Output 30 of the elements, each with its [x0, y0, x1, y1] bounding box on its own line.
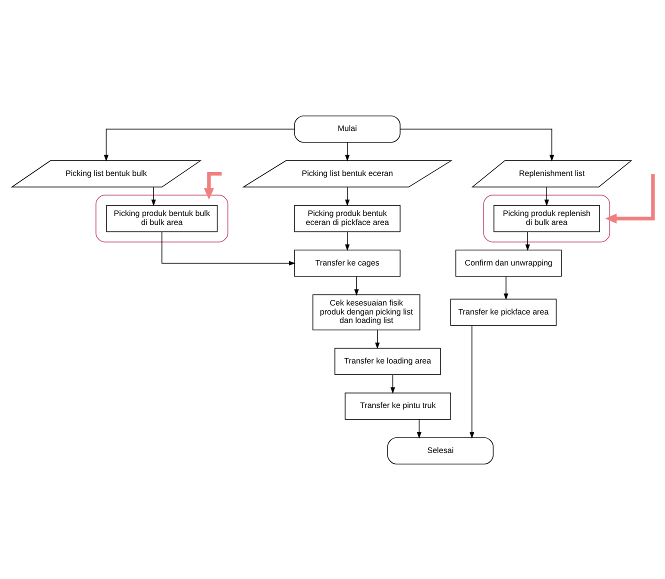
arrow — [470, 324, 474, 438]
node-box: Picking produk bentuk eceran di pickface area — [294, 204, 400, 232]
node-box: Transfer ke cages — [294, 249, 400, 276]
arrow — [605, 174, 655, 224]
node-box: Selesai — [387, 436, 494, 464]
arrow — [345, 231, 350, 250]
node-box: Confirm dan unwrapping — [455, 249, 562, 276]
arrow — [354, 276, 359, 296]
node-box: Picking produk bentuk bulk di bulk area — [106, 204, 218, 232]
arrow — [400, 128, 554, 162]
arrow — [544, 186, 549, 206]
arrow — [390, 374, 396, 394]
arrow — [345, 142, 350, 162]
arrow — [162, 231, 296, 266]
arrow — [204, 172, 222, 200]
arrow — [525, 231, 530, 250]
cluster — [483, 194, 610, 242]
arrow — [104, 128, 295, 162]
arrow — [345, 186, 350, 206]
arrow — [504, 276, 508, 300]
node-box: Mulai — [294, 115, 400, 142]
node-box: Picking produk replenish di bulk area — [494, 204, 600, 232]
cluster — [96, 194, 228, 242]
arrow — [416, 418, 422, 438]
node-box: Transfer ke pickface area — [450, 298, 557, 326]
arrow — [151, 186, 156, 206]
node-box: Transfer ke loading area — [334, 347, 441, 375]
node-box: Cek kesesuaian fisik produk dengan picking list dan loading list — [312, 294, 420, 330]
arrow — [375, 329, 380, 349]
node-box: Transfer ke pintu truk — [344, 392, 452, 420]
